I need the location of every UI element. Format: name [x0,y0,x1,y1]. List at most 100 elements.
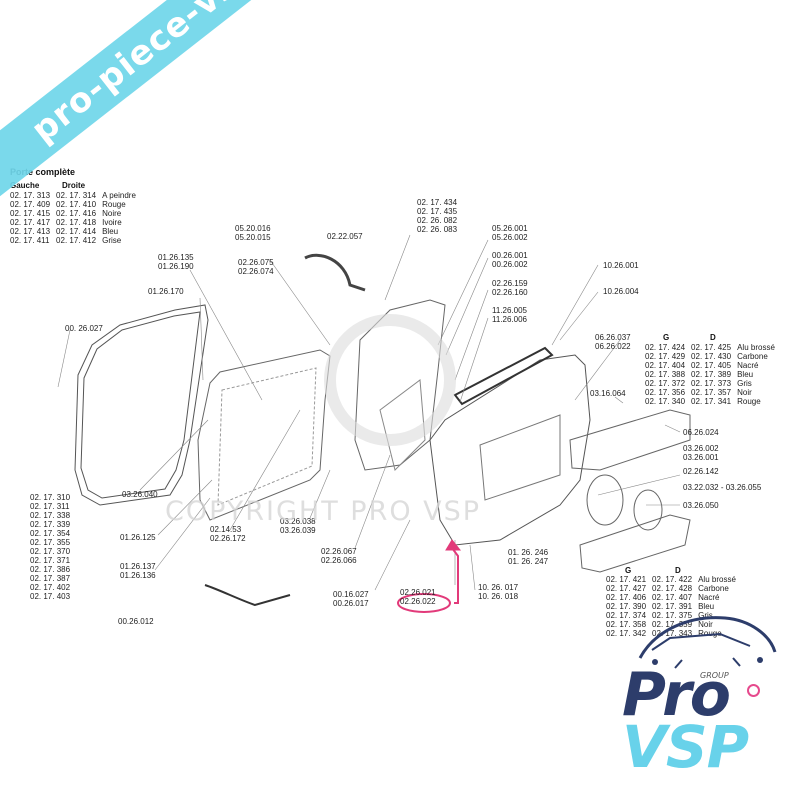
part-number: 10.26.004 [603,287,639,296]
color-name-cell: Rouge [102,200,126,209]
upper-trim-strip [569,409,691,471]
part-number-cell: 02. 17. 413 [10,227,51,236]
color-name-cell: Carbone [737,352,768,361]
part-number-cell: 02. 17. 406 [606,593,647,602]
part-number: 11.26.005 [492,306,527,315]
part-number: 02. 17. 355 [30,538,71,547]
label-03-22-032: 03.22.032 - 03.26.055 [683,483,761,492]
part-number: 02.14.53 [210,525,242,534]
lower-trim-strip [579,514,691,573]
label-00-26-012: 00.26.012 [118,617,154,626]
part-number-cell: 02. 17. 414 [56,227,97,236]
part-number: 02.26.159 [492,279,528,288]
part-number: 02.26.142 [683,467,719,476]
label-02-22-057: 02.22.057 [327,232,363,241]
part-number-cell: 02. 17. 407 [652,593,693,602]
part-number-cell: 02. 17. 416 [56,209,97,218]
inner-door-panel [197,349,331,521]
color-name-cell: Gris [698,611,713,620]
part-number: 00.26.002 [492,260,528,269]
part-number-cell: 02. 17. 410 [56,200,97,209]
part-number-cell: 02. 17. 313 [10,191,51,200]
color-name-cell: Ivoire [102,218,122,227]
part-number: 01.26.125 [120,533,156,542]
complete-door-col-left: Gauche [10,181,40,190]
part-number: 02. 17. 354 [30,529,71,538]
part-number: 05.26.001 [492,224,528,233]
part-number-cell: 02. 17. 373 [691,379,732,388]
part-number: 02. 17. 402 [30,583,71,592]
part-number: 02. 17. 434 [417,198,458,207]
color-name-cell: A peindre [102,191,136,200]
color-name-cell: Rouge [737,397,761,406]
part-number-cell: 02. 17. 388 [645,370,686,379]
door-trim-window-seal [453,346,554,406]
part-number-cell: 02. 17. 418 [56,218,97,227]
part-number-cell: 02. 17. 343 [652,629,693,638]
part-number-cell: 02. 17. 340 [645,397,686,406]
faint-watermark-ring [324,314,456,446]
part-number: 02.26.172 [210,534,246,543]
part-number: 00. 26.027 [65,324,103,333]
color-name-cell: Noire [102,209,122,218]
part-number: 02. 26. 083 [417,225,458,234]
color-name-cell: Nacré [698,593,720,602]
part-number-cell: 02. 17. 375 [652,611,693,620]
highlight-arrow-head [445,539,462,551]
label-00-26-027: 00. 26.027 [65,324,103,333]
part-number: 05.20.016 [235,224,271,233]
part-number: 02.26.066 [321,556,357,565]
logo-pro-text: Pro [622,660,731,730]
part-number-cell: 02. 17. 357 [691,388,732,397]
wiring-harness [204,584,291,607]
color-name-cell: Bleu [698,602,715,611]
label-01-26-170: 01.26.170 [148,287,184,296]
part-number: 03.22.032 - 03.26.055 [683,483,762,492]
part-number-cell: 02. 17. 428 [652,584,693,593]
part-number: 01. 26. 246 [508,548,549,557]
part-number: 02. 17. 310 [30,493,71,502]
color-name-cell: Bleu [102,227,119,236]
window-regulator [379,379,426,471]
part-number: 06.26.024 [683,428,719,437]
highlight-circle [397,593,451,613]
speaker-grille [586,474,624,526]
part-number: 01.26.135 [158,253,194,262]
label-10-26-004: 10.26.004 [603,287,639,296]
part-number: 02. 17. 435 [417,207,458,216]
label-03-26-050: 03.26.050 [683,501,719,510]
part-number-cell: 02. 17. 342 [606,629,647,638]
door-trim-pocket [479,414,561,501]
door-skin-inner-outline [80,311,201,499]
part-number: 00.26.017 [333,599,369,608]
part-number: 01.26.190 [158,262,194,271]
color-name-cell: Alu brossé [737,343,775,352]
part-number: 02. 17. 387 [30,574,71,583]
part-number: 02.26.021 [400,588,436,597]
part-number-cell: 02. 17. 358 [606,620,647,629]
complete-door-title: Porte complète [10,167,76,177]
part-number-cell: 02. 17. 356 [645,388,686,397]
upper-trim-col-d: D [710,333,716,342]
speaker [633,489,663,531]
part-number: 02. 26. 082 [417,216,458,225]
part-number-cell: 02. 17. 429 [645,352,686,361]
part-number-cell: 02. 17. 430 [691,352,732,361]
part-number: 01. 26. 247 [508,557,549,566]
